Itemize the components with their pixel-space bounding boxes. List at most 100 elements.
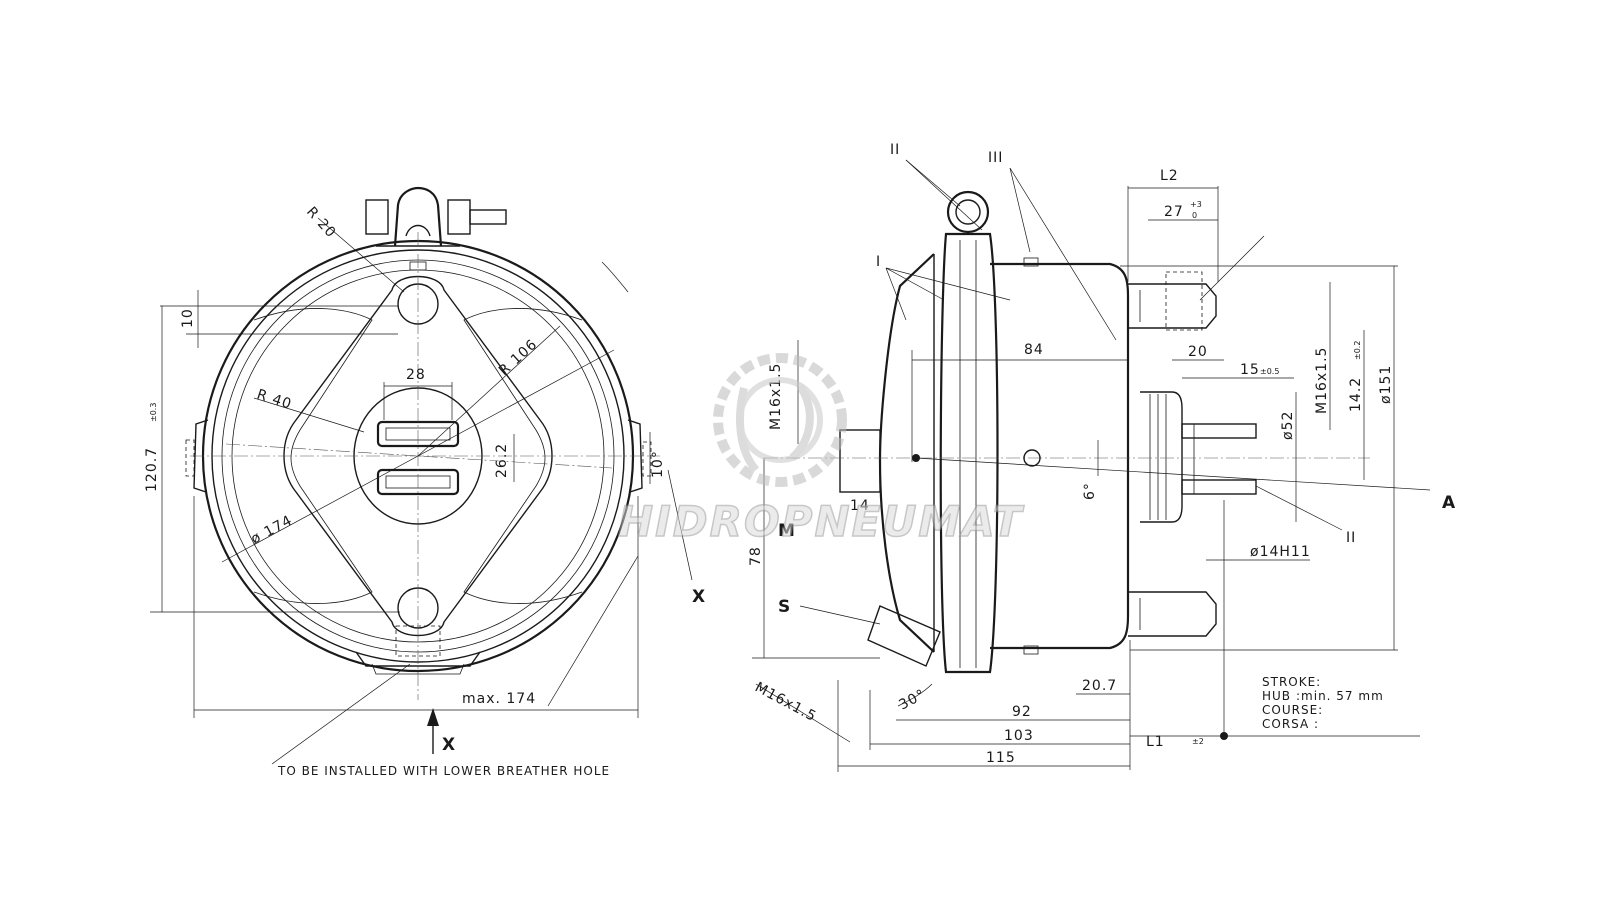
clamp-slot — [405, 224, 431, 237]
clamp-nut-left — [365, 199, 389, 235]
max174-arc-leader — [547, 555, 639, 707]
callout-i-left: I — [876, 254, 881, 270]
ang30-label: 30° — [896, 686, 928, 713]
iii-leader-1 — [1009, 167, 1031, 253]
fork-lower — [1181, 479, 1257, 495]
m16-bottom-leader — [755, 683, 851, 743]
right-window — [463, 308, 583, 604]
x-side-leader — [667, 469, 693, 581]
h10-label: 10 — [180, 308, 196, 328]
h120_7-tolerance: ±0.3 — [149, 403, 158, 422]
front-view: R 20 R 40 R 106 ø 174 28 26.2 10 120.7 ±… — [144, 186, 705, 778]
tilted-centerline — [225, 443, 613, 469]
port-m-label: M — [778, 521, 795, 541]
d84-label: 84 — [1024, 342, 1044, 358]
fork-upper — [1181, 423, 1257, 439]
stroke-row-3: COURSE: — [1262, 703, 1323, 717]
mounting-plate — [283, 275, 553, 637]
d14_2-label: 14.2 — [1348, 377, 1364, 412]
l2-label: L2 — [1160, 168, 1179, 184]
watermark-text: HIDROPNEUMAT — [618, 497, 1025, 546]
i-leader-1 — [885, 267, 907, 321]
r40-label: R 40 — [255, 387, 294, 413]
clamp-eye-bolt — [955, 199, 981, 225]
d14-label: 14 — [850, 498, 870, 514]
d14_2-tolerance: ±0.2 — [1353, 341, 1362, 360]
port-s-fitting — [867, 605, 941, 667]
ang6-label: 6° — [1082, 482, 1098, 500]
housing-tab-top — [1023, 257, 1039, 267]
d20_7-label: 20.7 — [1082, 678, 1117, 694]
r20-label: R 20 — [303, 204, 339, 241]
rod-pivot — [1023, 449, 1041, 467]
m16-port-label: M16x1.5 — [768, 363, 784, 430]
upper-stud — [1128, 283, 1217, 329]
x-arrowhead — [427, 708, 439, 726]
d151-label: ø151 — [1378, 365, 1394, 404]
r106-leader — [417, 325, 561, 457]
port-m-fitting — [839, 429, 881, 493]
stroke-row-2: HUB — [1262, 689, 1291, 703]
d103-label: 103 — [1004, 728, 1034, 744]
nut-leader — [1199, 235, 1265, 301]
m16-bottom-label: M16x1.5 — [752, 679, 819, 725]
d174-label: ø 174 — [248, 512, 295, 547]
w28-label: 28 — [406, 367, 426, 383]
d15-label: 15 — [1240, 362, 1260, 378]
port-s-label: S — [778, 597, 790, 617]
clamp-nut-right — [447, 199, 471, 235]
ii-top-leader-1 — [905, 159, 961, 207]
installation-note: TO BE INSTALLED WITH LOWER BREATHER HOLE — [277, 764, 610, 778]
left-breather-hidden — [185, 439, 195, 477]
axis-6deg-line — [915, 457, 1431, 491]
stroke-row-1: STROKE: — [1262, 675, 1321, 689]
d115-label: 115 — [986, 750, 1016, 766]
h26_2-label: 26.2 — [494, 443, 510, 478]
top-clamp-ear — [393, 186, 443, 247]
d15-tolerance: ±0.5 — [1260, 367, 1279, 376]
axis-origin-dot — [912, 454, 920, 462]
r20-leader — [317, 217, 405, 293]
r40-leader — [253, 397, 365, 433]
note-leader — [271, 663, 411, 765]
upper-nut-hidden — [1165, 271, 1203, 331]
d92-label: 92 — [1012, 704, 1032, 720]
rear-cover — [878, 253, 935, 653]
ii-right-leader — [1255, 485, 1343, 531]
l1-label: L1 — [1146, 734, 1165, 750]
stroke-row-4: CORSA : — [1262, 717, 1319, 731]
clamp-eye — [946, 190, 990, 234]
r106-label: R 106 — [496, 336, 541, 379]
clamp-band-side — [939, 232, 999, 674]
bottom-flange — [355, 651, 481, 667]
d174-leader — [221, 349, 615, 563]
watermark: HIDROPNEUMAT — [617, 353, 1025, 547]
d20-label: 20 — [1188, 344, 1208, 360]
watermark-logo-icon — [713, 353, 847, 487]
housing-tab-bottom — [1023, 645, 1039, 655]
side-view: II III I L2 27 +3 0 84 20 15 ±0.5 M16x1.… — [748, 142, 1456, 772]
bellows-boot — [1140, 391, 1183, 523]
d27-label: 27 — [1164, 204, 1184, 220]
m16-right-label: M16x1.5 — [1314, 347, 1330, 414]
d52-label: ø52 — [1280, 411, 1296, 440]
ii-top-leader-2 — [905, 159, 983, 231]
stroke-row-2-value: :min. 57 mm — [1296, 689, 1384, 703]
ang10-label: 10° — [650, 450, 666, 478]
r106-arc — [601, 261, 629, 293]
max174-label: max. 174 — [462, 691, 536, 707]
d78-label: 78 — [748, 546, 764, 566]
d27-tol-up: +3 — [1190, 200, 1202, 209]
i-leader-2 — [885, 267, 945, 301]
left-window — [253, 308, 373, 604]
h120_7-label: 120.7 — [144, 447, 160, 492]
port-s-leader — [799, 605, 881, 625]
d27-tol-dn: 0 — [1192, 211, 1197, 220]
i-leader-3 — [885, 267, 1011, 301]
front-housing — [990, 262, 1130, 650]
stroke-table: STROKE: HUB :min. 57 mm COURSE: CORSA : — [1262, 675, 1384, 731]
callout-ii-top: II — [890, 142, 900, 158]
callout-ii-right: II — [1346, 530, 1356, 546]
x-bottom-label: X — [442, 735, 455, 755]
